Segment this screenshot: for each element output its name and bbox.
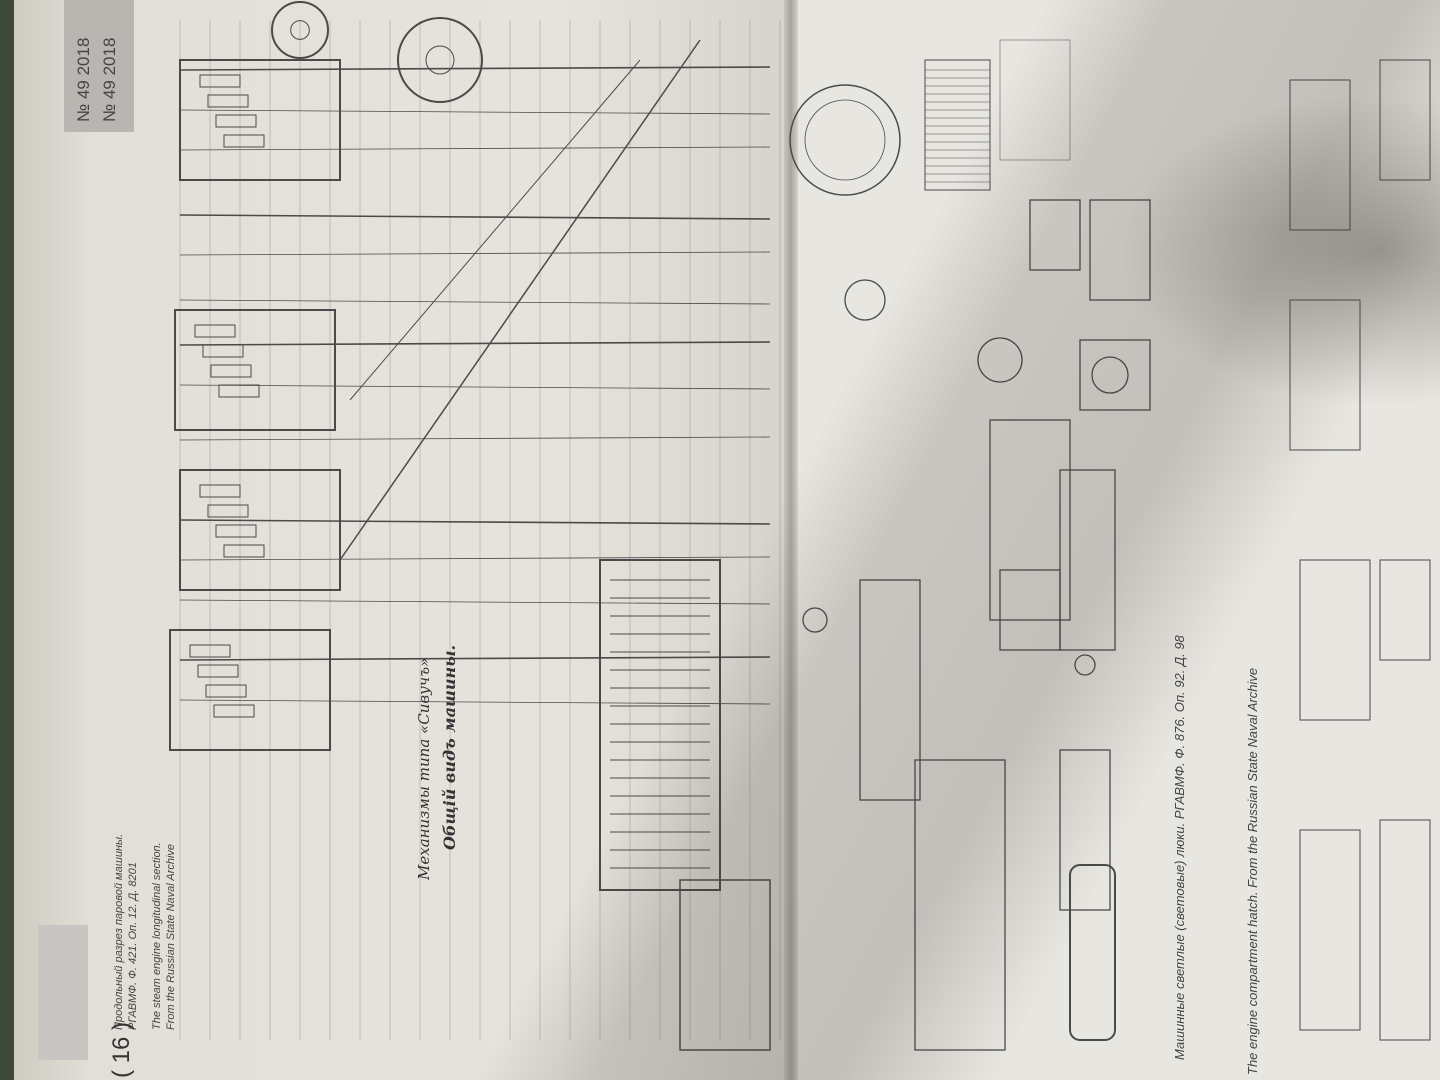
cylinder-port [215, 524, 257, 538]
cylinder-port [197, 664, 239, 678]
engine-rod-line [179, 599, 771, 605]
cylinder-outline [174, 309, 336, 431]
gear-hub [290, 20, 310, 40]
small-drawing [1299, 829, 1361, 1031]
engine-rod-line [179, 341, 771, 346]
hatch-fitting [1074, 654, 1096, 676]
spec-table [924, 59, 991, 191]
cylinder-port [215, 114, 257, 128]
left-caption-en: The steam engine longitudinal section. F… [150, 842, 178, 1030]
cylinder-port [223, 544, 265, 558]
hatch-fitting [844, 279, 886, 321]
hatch-fitting [977, 337, 1023, 383]
caption-line: РГАВМФ. Ф. 421. Оп. 12. Д. 8201 [127, 862, 139, 1030]
issue-tab: № 49 2018 № 49 2018 [64, 0, 134, 132]
cylinder-port [199, 74, 241, 88]
small-drawing [1379, 559, 1431, 661]
frame-diagonal [339, 39, 701, 561]
engine-rod-line [179, 299, 771, 305]
engine-rod-line [179, 109, 771, 115]
hatch-part [859, 579, 921, 801]
spec-table [999, 39, 1071, 161]
cylinder-port [205, 684, 247, 698]
hatch-part [1029, 199, 1081, 271]
engine-rod-line [179, 214, 771, 220]
small-drawing [1289, 79, 1351, 231]
hatch-circle-inner [804, 99, 886, 181]
right-caption-en: The engine compartment hatch. From the R… [1245, 667, 1260, 1075]
left-caption-ru: Продольный разрез паровой машины. РГАВМФ… [112, 834, 140, 1030]
hatch-fitting [802, 607, 828, 633]
caption-line: Продольный разрез паровой машины. [113, 833, 125, 1030]
cylinder-port [207, 504, 249, 518]
small-drawing [1379, 819, 1431, 1041]
engine-rod-line [179, 146, 771, 151]
right-caption-ru: Машинные светлые (световые) люки. РГАВМФ… [1172, 635, 1187, 1060]
engine-rod-line [179, 384, 771, 390]
cylinder-port [218, 384, 260, 398]
hatch-fitting [1091, 356, 1129, 394]
cylinder-outline [169, 629, 331, 751]
small-drawing [1289, 299, 1361, 451]
cylinder-port [202, 344, 244, 358]
book-spine [784, 0, 798, 1080]
small-drawing [1379, 59, 1431, 181]
engine-rod-line [179, 556, 771, 561]
hatch-part [999, 569, 1061, 651]
crankshaft-outline [599, 559, 721, 891]
engine-rod-line [179, 66, 771, 71]
hatch-part [914, 759, 1006, 1051]
shaft-end [679, 879, 771, 1051]
hatch-frame [1069, 864, 1116, 1041]
hatch-part [1079, 339, 1151, 411]
engine-rod-line [179, 436, 771, 441]
hatch-part [1059, 469, 1116, 651]
engine-rod-line [179, 519, 771, 525]
frame-diagonal [349, 59, 641, 401]
engine-rod-line [179, 699, 771, 705]
cylinder-port [223, 134, 265, 148]
caption-marker [38, 925, 88, 1060]
engine-rod-line [179, 656, 771, 661]
cylinder-port [199, 484, 241, 498]
small-drawing [1299, 559, 1371, 721]
drawing-subtitle: Общій видъ машины. [440, 644, 459, 850]
hatch-part [1089, 199, 1151, 301]
cylinder-port [189, 644, 231, 658]
gear-wheel [271, 1, 329, 59]
cylinder-outline [179, 59, 341, 181]
issue-label: № 49 2018 [74, 37, 93, 122]
left-page [14, 0, 794, 1080]
hatch-part [1059, 749, 1111, 911]
issue-label: № 49 2018 [100, 37, 119, 122]
cylinder-port [194, 324, 236, 338]
gear-hub [425, 45, 455, 75]
caption-line: The steam engine longitudinal section. [151, 842, 163, 1030]
gear-wheel [397, 17, 483, 103]
cylinder-port [210, 364, 252, 378]
drawing-title: Механизмы типа «Сивучъ» [415, 657, 433, 880]
cylinder-port [207, 94, 249, 108]
hatch-part [989, 419, 1071, 621]
cylinder-port [213, 704, 255, 718]
cylinder-outline [179, 469, 341, 591]
page-number: ( 16 ) [108, 1021, 135, 1078]
hatch-circle [789, 84, 901, 196]
caption-line: From the Russian State Naval Archive [165, 843, 177, 1030]
